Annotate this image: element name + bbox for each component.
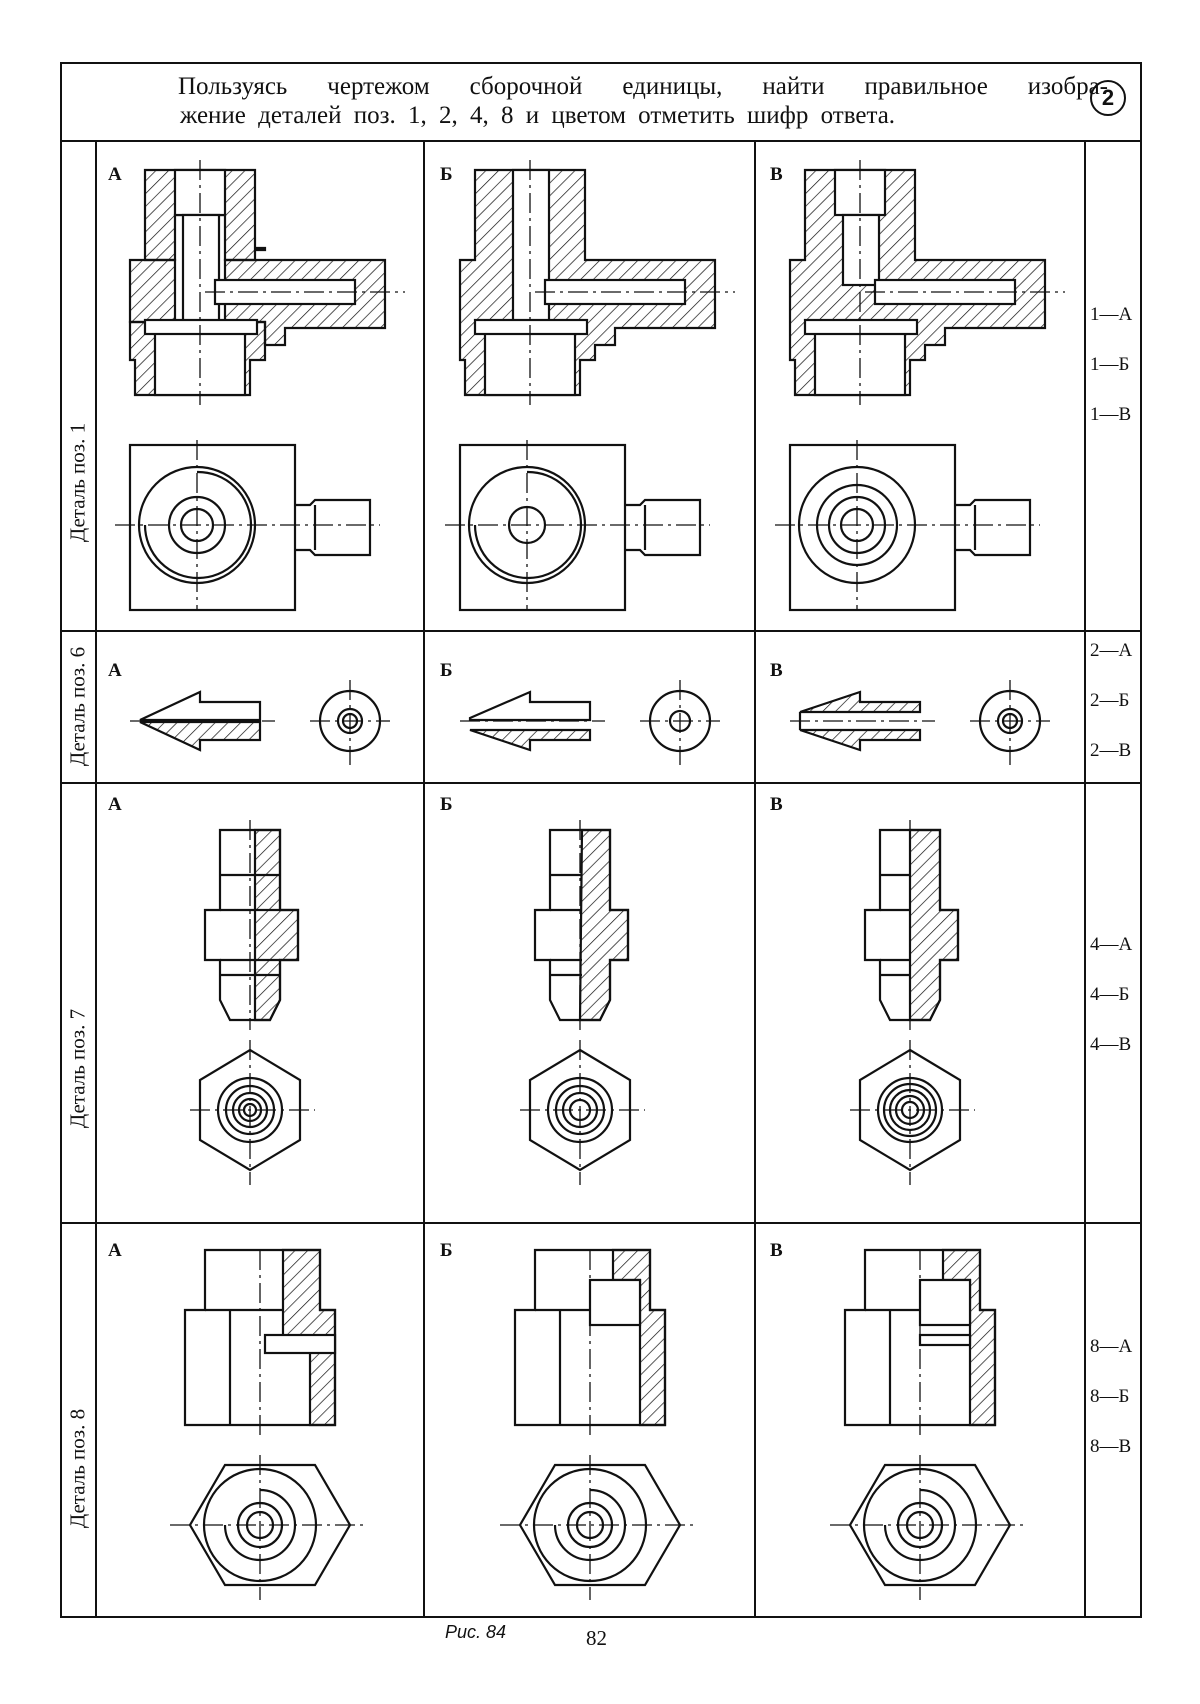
answer-code[interactable]: 2—В <box>1090 740 1132 761</box>
answer-codes-8: 8—А 8—Б 8—В <box>1090 1322 1132 1472</box>
answer-code[interactable]: 4—Б <box>1090 984 1130 1005</box>
worksheet-frame <box>60 62 1142 1618</box>
drawing-detail-6-b <box>460 680 720 765</box>
grid-line <box>60 1222 1142 1224</box>
drawing-detail-6-a <box>130 680 390 765</box>
cell-letter: А <box>108 794 122 815</box>
drawing-detail-1-a <box>115 160 405 612</box>
grid-line <box>60 782 1142 784</box>
drawing-detail-8-a <box>170 1248 365 1600</box>
cell-letter: А <box>108 660 122 681</box>
grid-line <box>423 142 425 1618</box>
cell-letter: Б <box>440 794 453 815</box>
answer-code[interactable]: 1—Б <box>1090 354 1130 375</box>
task-instruction: Пользуясь чертежом сборочной единицы, на… <box>178 72 1108 130</box>
answer-code[interactable]: 8—В <box>1090 1436 1132 1457</box>
row-label-detail-1: Деталь поз. 1 <box>65 422 90 543</box>
drawing-detail-7-v <box>850 820 975 1185</box>
answer-code[interactable]: 1—В <box>1090 404 1132 425</box>
task-header: Пользуясь чертежом сборочной единицы, на… <box>60 62 1142 142</box>
row-label-detail-8: Деталь поз. 8 <box>65 1408 90 1529</box>
cell-letter: В <box>770 794 783 815</box>
drawing-detail-6-v <box>790 680 1050 765</box>
answer-codes-2: 2—А 2—Б 2—В <box>1090 626 1132 776</box>
cell-letter: Б <box>440 1240 453 1261</box>
answer-code[interactable]: 2—А <box>1090 640 1133 661</box>
cell-letter: Б <box>440 164 453 185</box>
cell-letter: А <box>108 164 122 185</box>
instruction-line-2: жение деталей поз. 1, 2, 4, 8 и цветом о… <box>180 102 896 129</box>
answer-code[interactable]: 1—А <box>1090 304 1133 325</box>
grid-line <box>95 142 97 1618</box>
cell-letter: В <box>770 1240 783 1261</box>
grid-line <box>1084 142 1086 1618</box>
answer-codes-1: 1—А 1—Б 1—В <box>1090 290 1132 440</box>
cell-letter: В <box>770 660 783 681</box>
row-label-detail-7: Деталь поз. 7 <box>65 1008 90 1129</box>
row-label-detail-6: Деталь поз. 6 <box>65 646 90 767</box>
instruction-line-1: Пользуясь чертежом сборочной единицы, на… <box>178 73 1108 100</box>
drawing-detail-8-v <box>830 1248 1025 1600</box>
drawing-detail-7-a <box>190 820 315 1185</box>
drawing-detail-1-b <box>445 160 735 612</box>
figure-caption: Рис. 84 <box>445 1622 507 1642</box>
page-number: 82 <box>586 1626 607 1650</box>
answer-code[interactable]: 2—Б <box>1090 690 1130 711</box>
answer-codes-4: 4—А 4—Б 4—В <box>1090 920 1132 1070</box>
answer-code[interactable]: 8—А <box>1090 1336 1133 1357</box>
answer-code[interactable]: 8—Б <box>1090 1386 1130 1407</box>
drawing-detail-8-b <box>500 1248 695 1600</box>
drawing-detail-7-b <box>520 820 645 1185</box>
cell-letter: В <box>770 164 783 185</box>
answer-code[interactable]: 4—В <box>1090 1034 1132 1055</box>
cell-letter: А <box>108 1240 122 1261</box>
cell-letter: Б <box>440 660 453 681</box>
grid-line <box>60 630 1142 632</box>
answer-code[interactable]: 4—А <box>1090 934 1133 955</box>
drawing-detail-1-v <box>775 160 1065 612</box>
task-number-badge: 2 <box>1090 80 1126 116</box>
grid-line <box>754 142 756 1618</box>
